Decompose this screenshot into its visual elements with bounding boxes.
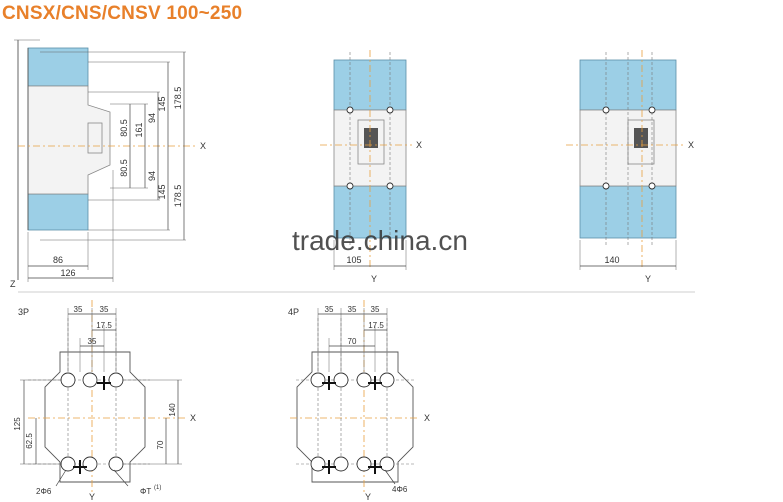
side-handle — [87, 122, 103, 154]
hole3p-bottom-left — [60, 456, 76, 472]
hole4p-dim-70: 70 — [348, 337, 357, 346]
hole3p-top-left — [60, 372, 76, 388]
hole3p-dim-125: 125 — [13, 417, 22, 431]
side-dim-178-5-top: 178.5 — [173, 87, 183, 110]
front-view-4p: X 140 Y — [566, 50, 694, 284]
side-body — [27, 85, 111, 195]
hole4p-bottom-2 — [333, 456, 349, 472]
hole4p-dim-35-c: 35 — [371, 305, 380, 314]
hole4p-dim-35-a: 35 — [325, 305, 334, 314]
side-terminal-cover-top — [27, 47, 89, 87]
hole3p-fix-mark-top — [97, 376, 111, 390]
side-dim-80-5-top: 80.5 — [119, 119, 129, 137]
hole3p-dim-62-5: 62.5 — [25, 433, 34, 449]
hole4p-axis-y: Y — [365, 492, 371, 502]
side-dim-178-5-bottom: 178.5 — [173, 185, 183, 208]
side-dim-161: 161 — [134, 122, 144, 137]
front3p-axis-y: Y — [371, 274, 377, 284]
side-axis-x: X — [200, 141, 206, 151]
hole4p-top-3 — [356, 372, 372, 388]
hole3p-axis-x: X — [190, 413, 196, 423]
hole3p-dim-35-b: 35 — [100, 305, 109, 314]
front-view-3p: X 105 Y — [320, 50, 422, 284]
hole3p-note-2phi6: 2Φ6 — [36, 487, 52, 496]
hole3p-top-middle — [82, 372, 98, 388]
hole4p-bottom-3 — [356, 456, 372, 472]
hole3p-top-right — [108, 372, 124, 388]
hole4p-fix-mark-top-right — [368, 376, 382, 390]
hole4p-fix-mark-top-left — [322, 376, 336, 390]
hole4p-label: 4P — [288, 307, 299, 317]
hole4p-top-4 — [379, 372, 395, 388]
hole4p-bottom-1 — [310, 456, 326, 472]
front3p-axis-x: X — [416, 140, 422, 150]
hole3p-dim-35-c: 35 — [88, 337, 97, 346]
side-dim-80-5-bottom: 80.5 — [119, 159, 129, 177]
hole4p-dim-35-b: 35 — [348, 305, 357, 314]
side-dim-145-bottom: 145 — [157, 184, 167, 199]
side-dim-126: 126 — [60, 268, 75, 278]
page-title: CNSX/CNS/CNSV 100~250 — [2, 3, 243, 24]
hole4p-fix-mark-bottom-right — [368, 460, 382, 474]
side-terminal-cover-bottom — [27, 193, 89, 231]
hole-pattern-3p: 3P 35 35 17.5 35 125 62.5 — [13, 300, 196, 502]
side-dim-86: 86 — [53, 255, 63, 265]
hole4p-outline — [296, 351, 414, 483]
hole4p-top-1 — [310, 372, 326, 388]
hole3p-dim-70: 70 — [156, 440, 165, 449]
hole4p-note-4phi6: 4Φ6 — [392, 485, 408, 494]
front4p-dim-width: 140 — [604, 255, 619, 265]
front4p-axis-y: Y — [645, 274, 651, 284]
hole3p-dim-17-5: 17.5 — [96, 321, 112, 330]
hole3p-fix-mark-bottom — [73, 460, 87, 474]
front4p-handle — [634, 128, 648, 148]
hole4p-axis-x: X — [424, 413, 430, 423]
hole3p-label: 3P — [18, 307, 29, 317]
side-axis-z: Z — [10, 279, 16, 289]
hole4p-fix-mark-bottom-left — [322, 460, 336, 474]
hole4p-dim-17-5: 17.5 — [368, 321, 384, 330]
hole3p-dim-140: 140 — [168, 403, 177, 417]
hole-pattern-4p: 4P 35 35 35 17.5 70 X — [288, 300, 430, 502]
side-view: X Z 80.5 80.5 161 94 94 145 145 178.5 17… — [10, 39, 206, 289]
hole4p-top-2 — [333, 372, 349, 388]
side-dim-94-bottom: 94 — [147, 171, 157, 181]
hole4p-bottom-4 — [379, 456, 395, 472]
side-dim-94-top: 94 — [147, 113, 157, 123]
hole3p-bottom-right — [108, 456, 124, 472]
hole3p-dim-35-a: 35 — [74, 305, 83, 314]
watermark: trade.china.cn — [292, 225, 468, 256]
side-dim-145-top: 145 — [157, 96, 167, 111]
hole3p-outline — [44, 351, 146, 483]
front3p-dim-width: 105 — [346, 255, 361, 265]
hole3p-note-sup: (1) — [154, 485, 161, 491]
hole3p-axis-y: Y — [89, 492, 95, 502]
hole3p-note-phit: ΦT — [140, 487, 151, 496]
hole3p-bottom-middle — [82, 456, 98, 472]
front4p-axis-x: X — [688, 140, 694, 150]
front3p-handle — [364, 128, 378, 148]
